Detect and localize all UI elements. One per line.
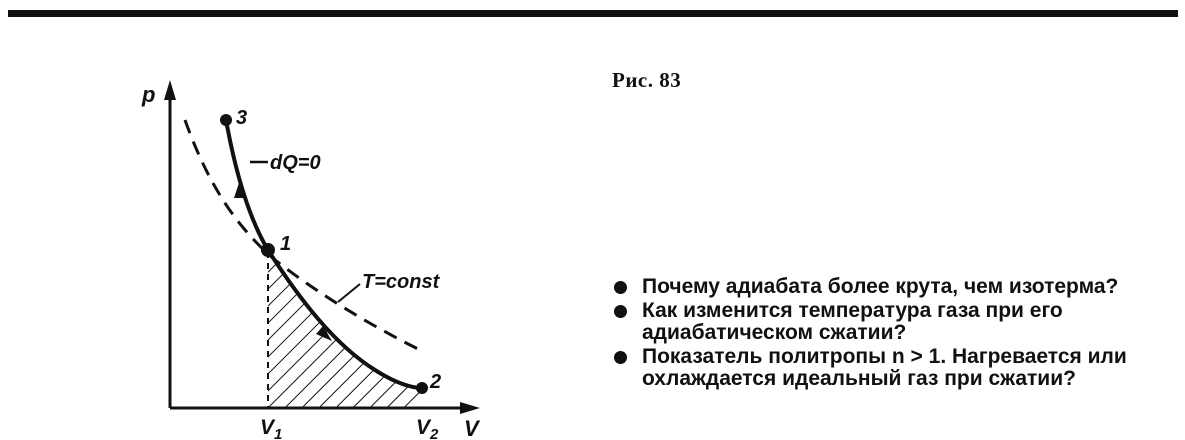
x-axis-label: V: [464, 416, 481, 440]
y-axis-arrow: [164, 80, 176, 100]
figure-caption: Рис. 83: [612, 68, 682, 92]
question-text: Показатель политропы n > 1. Нагревается …: [642, 345, 1127, 390]
bullet-icon: [614, 305, 627, 318]
v2-tick-main: V: [416, 416, 432, 439]
arrow-down-icon: [316, 326, 332, 341]
point-3-label: 3: [236, 107, 247, 129]
x-axis-arrow: [460, 402, 480, 414]
adiabat-label: dQ=0: [270, 152, 321, 174]
v1-tick-main: V: [260, 416, 276, 439]
point-2-label: 2: [429, 371, 441, 393]
point-1: [261, 243, 275, 257]
v1-tick-sub: 1: [274, 426, 282, 440]
v1-tick-label: V1: [260, 416, 282, 440]
question-item: Почему адиабата более крута, чем изотерм…: [612, 276, 1172, 298]
question-text: Почему адиабата более крута, чем изотерм…: [642, 275, 1119, 298]
question-item: Показатель политропы n > 1. Нагревается …: [612, 346, 1172, 390]
y-axis-label: p: [141, 82, 155, 107]
point-3: [220, 114, 232, 126]
pv-diagram: p V V1 V2 3 1 2 dQ=0 T=const: [130, 70, 500, 440]
v2-tick-label: V2: [416, 416, 439, 440]
point-1-label: 1: [280, 233, 291, 255]
arrow-up-icon: [234, 180, 246, 198]
question-text: Как изменится температура газа при его а…: [642, 299, 1063, 344]
question-item: Как изменится температура газа при его а…: [612, 300, 1172, 344]
question-list: Почему адиабата более крута, чем изотерм…: [612, 276, 1172, 392]
v2-tick-sub: 2: [429, 426, 439, 440]
isotherm-label: T=const: [362, 271, 441, 293]
top-rule: [8, 10, 1178, 17]
pv-diagram-svg: p V V1 V2 3 1 2 dQ=0 T=const: [141, 80, 481, 440]
point-2: [416, 382, 428, 394]
isotherm-label-leader: [337, 283, 361, 303]
bullet-icon: [614, 351, 627, 364]
bullet-icon: [614, 281, 627, 294]
